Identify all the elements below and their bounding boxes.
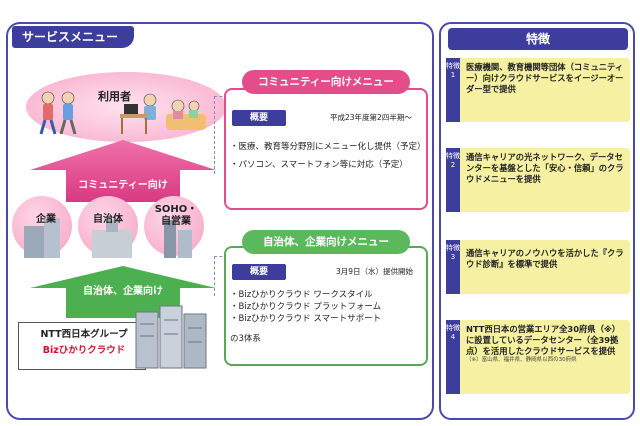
office-building-icon	[24, 218, 60, 258]
feature-4-note: （※）富山県、福井県、静岡県以西の30府県	[466, 357, 577, 363]
feature-1-number: 特徴1	[446, 58, 460, 122]
soho-label: SOHO・ 自営業	[154, 204, 198, 227]
community-arrow-label: コミュニティー向け	[78, 180, 168, 191]
gov-footer: の3体系	[230, 334, 261, 344]
feature-2: 特徴2 通信キャリアの光ネットワーク、データセンターを基盤とした「安心・信頼」の…	[446, 148, 630, 212]
feature-3-number: 特徴3	[446, 240, 460, 294]
feature-4-text: NTT西日本の営業エリア全30府県（※）に設置しているデータセンター（全39拠点…	[466, 324, 621, 356]
ntt-group-title: NTT西日本グループ	[40, 329, 128, 340]
connector-gov-vertical	[214, 256, 215, 296]
server-rack-icon	[135, 305, 207, 369]
community-line-2: ・パソコン、スマートフォン等に対応（予定）	[230, 160, 408, 170]
tower-building-icon	[164, 220, 192, 258]
gov-overview-tag: 概要	[232, 264, 286, 280]
family-sofa-icon	[166, 99, 206, 130]
service-menu-title: サービスメニュー	[12, 26, 134, 48]
feature-4: 特徴4 NTT西日本の営業エリア全30府県（※）に設置しているデータセンター（全…	[446, 320, 630, 394]
community-overview-tag: 概要	[232, 110, 286, 126]
users-label: 利用者	[98, 90, 131, 103]
gov-menu-header: 自治体、企業向けメニュー	[242, 230, 410, 254]
feature-1: 特徴1 医療機関、教育機関等団体（コミュニティー）向けクラウドサービスをイージー…	[446, 58, 630, 122]
feature-3-text: 通信キャリアのノウハウを活かした『クラウド診断』を標準で提供	[466, 248, 624, 269]
buildings-illustration	[24, 218, 192, 258]
connector-community-vertical	[214, 96, 215, 174]
features-header: 特徴	[448, 28, 628, 50]
community-arrow	[30, 140, 216, 202]
community-schedule: 平成23年度第2四半期～	[330, 113, 412, 122]
gov-line-3: ・Bizひかりクラウド スマートサポート	[230, 314, 382, 324]
feature-2-text: 通信キャリアの光ネットワーク、データセンターを基盤とした「安心・信頼」のクラウド…	[466, 152, 624, 184]
gov-line-1: ・Bizひかりクラウド ワークスタイル	[230, 290, 373, 300]
feature-1-text: 医療機関、教育機関等団体（コミュニティー）向けクラウドサービスをイージーオーダー…	[466, 62, 624, 94]
community-line-1: ・医療、教育等分野別にメニュー化し提供（予定）	[230, 142, 426, 152]
biz-hikari-cloud-label: Bizひかりクラウド	[42, 345, 126, 356]
gov-schedule: 3月9日（水）提供開始	[336, 267, 414, 276]
feature-4-content: NTT西日本の営業エリア全30府県（※）に設置しているデータセンター（全39拠点…	[466, 324, 627, 364]
gov-menu-box	[224, 246, 428, 366]
desk-worker-icon	[120, 93, 157, 134]
ntt-group-box	[18, 322, 146, 370]
gov-arrow-label: 自治体、企業向け	[83, 286, 163, 297]
city-hall-icon	[92, 220, 132, 258]
municipality-label: 自治体	[93, 214, 123, 225]
feature-4-number: 特徴4	[446, 320, 460, 394]
enterprise-label: 企業	[36, 214, 56, 225]
feature-3: 特徴3 通信キャリアのノウハウを活かした『クラウド診断』を標準で提供	[446, 240, 630, 294]
gov-arrow	[30, 266, 216, 318]
community-menu-box	[224, 88, 428, 210]
gov-line-2: ・Bizひかりクラウド プラットフォーム	[230, 302, 382, 312]
walking-couple-icon	[39, 91, 77, 135]
feature-2-number: 特徴2	[446, 148, 460, 212]
users-illustration	[39, 91, 206, 135]
community-menu-header: コミュニティー向けメニュー	[242, 70, 410, 94]
